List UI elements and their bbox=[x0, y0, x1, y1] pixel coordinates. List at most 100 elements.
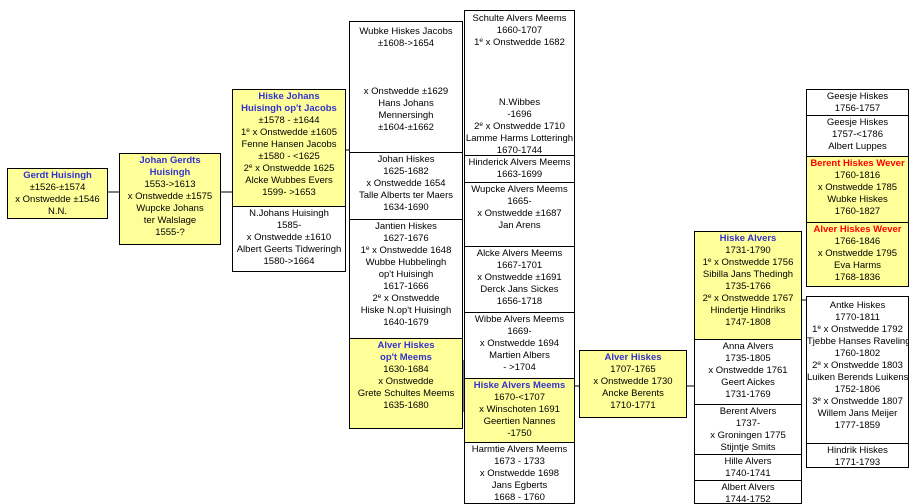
line-text: Tjebbe Hanses Raveling bbox=[807, 336, 908, 347]
marriage-ordinal-suffix: e bbox=[479, 121, 484, 128]
person-name: Anna Alvers bbox=[695, 341, 801, 353]
line-text: x Onstwedde 1795 bbox=[817, 248, 898, 259]
person-detail-line: Sibilla Jans Thedingh bbox=[695, 269, 801, 281]
person-detail-line: Derck Jans Sickes bbox=[465, 284, 574, 296]
marriage-ordinal: 2 bbox=[702, 293, 708, 304]
marriage-ordinal: 2 bbox=[372, 293, 378, 304]
person-detail-line: 1580->1664 bbox=[233, 256, 345, 268]
line-text: Huisingh bbox=[149, 167, 191, 178]
person-detail-line: x Onstwedde ±1610 bbox=[233, 232, 345, 244]
person-detail-line: Alcke Wubbes Evers bbox=[233, 175, 345, 187]
line-text: 1635-1680 bbox=[383, 400, 429, 411]
line-text: Derck Jans Sickes bbox=[480, 284, 559, 295]
line-text: 1640-1679 bbox=[383, 317, 429, 328]
person-name: Alver Hiskes bbox=[350, 340, 462, 352]
line-text: Geesje Hiskes bbox=[826, 117, 889, 128]
line-text: 1627-1676 bbox=[383, 233, 429, 244]
line-text: Eva Harms bbox=[834, 260, 881, 271]
person-detail-line: Wupcke Johans bbox=[120, 203, 220, 215]
person-detail-line: Wubke Hiskes bbox=[807, 194, 908, 206]
person-detail-line: 1553->1613 bbox=[120, 179, 220, 191]
person-name: Alcke Alvers Meems bbox=[465, 248, 574, 260]
line-text: 1580->1664 bbox=[263, 256, 315, 267]
line-text: Jans Egberts bbox=[491, 480, 548, 491]
person-detail-line: Huisingh op't Jacobs bbox=[233, 103, 345, 115]
person-detail-line: 1752-1806 bbox=[807, 384, 908, 396]
person-name: Gerdt Huisingh bbox=[8, 170, 107, 182]
person-detail-line: 1670-<1707 bbox=[465, 392, 574, 404]
person-name: Hille Alvers bbox=[695, 456, 801, 468]
person-detail-line: Martien Albers bbox=[465, 350, 574, 362]
person-detail-line: 1760-1827 bbox=[807, 206, 908, 218]
line-text: Hiske Alvers bbox=[719, 233, 777, 244]
line-text: 1634-1690 bbox=[383, 202, 429, 213]
line-text: 1585- bbox=[276, 220, 302, 231]
line-text: 1669- bbox=[507, 326, 532, 337]
person-name: Wubke Hiskes Jacobs bbox=[350, 26, 462, 38]
person-detail-line: -1696 bbox=[465, 109, 574, 121]
person-detail-line bbox=[350, 62, 462, 74]
person-detail-line: Huisingh bbox=[120, 167, 220, 179]
line-text: x Onstwedde 1682 bbox=[485, 37, 565, 48]
line-text: 1555-? bbox=[155, 227, 185, 238]
person-name: Geesje Hiskes bbox=[807, 117, 908, 129]
person-detail-line: 1640-1679 bbox=[350, 317, 462, 329]
line-text: Jan Arens bbox=[498, 220, 541, 231]
line-text: 1673 - 1733 bbox=[494, 456, 545, 467]
person-detail-line: 1630-1684 bbox=[350, 364, 462, 376]
person-detail-line: 1760-1816 bbox=[807, 170, 908, 182]
person-detail-line: 1665- bbox=[465, 196, 574, 208]
person-detail-line: 1656-1718 bbox=[465, 296, 574, 308]
person-detail-line: Jans Egberts bbox=[465, 480, 574, 492]
line-text: 1667-1701 bbox=[496, 260, 543, 271]
line-text: 1737- bbox=[735, 418, 761, 429]
line-text: Stijntje Smits bbox=[720, 442, 776, 453]
marriage-ordinal-suffix: e bbox=[248, 163, 253, 170]
line-text: Willem Jans Meijer bbox=[817, 408, 898, 419]
marriage-ordinal: 3 bbox=[812, 396, 818, 407]
line-text: Hindertje Hindriks bbox=[710, 305, 786, 316]
line-text: Berent Hiskes Wever bbox=[810, 158, 905, 169]
person-detail-line: 2e x Onstwedde 1803 bbox=[807, 360, 908, 372]
line-text: x Onstwedde 1761 bbox=[708, 365, 788, 376]
person-detail-line: 2e x Onstwedde 1625 bbox=[233, 163, 345, 175]
person-detail-line bbox=[465, 73, 574, 85]
person-detail-line: ±1526-±1574 bbox=[8, 182, 107, 194]
marriage-ordinal-suffix: e bbox=[817, 396, 822, 403]
line-text: Hiske Johans bbox=[258, 91, 320, 102]
person-detail-line: Ancke Berents bbox=[580, 388, 686, 400]
person-name: Johan Hiskes bbox=[350, 154, 462, 166]
person-detail-line: Lamme Harms Lotteringh bbox=[465, 133, 574, 145]
line-text: x Onstwedde ±1605 bbox=[252, 127, 337, 138]
line-text: 1599- >1653 bbox=[262, 187, 316, 198]
person-detail-line: 1771-1793 bbox=[807, 457, 908, 467]
person-detail-line: Talle Alberts ter Maers bbox=[350, 190, 462, 202]
line-text: Albert Geerts Tidweringh bbox=[236, 244, 342, 255]
line-text: 1744-1752 bbox=[725, 494, 771, 503]
line-text: Gerdt Huisingh bbox=[23, 170, 92, 181]
line-text: Hiske N.op't Huisingh bbox=[360, 305, 452, 316]
marriage-ordinal: 1 bbox=[812, 324, 818, 335]
person-detail-line: -1750 bbox=[465, 428, 574, 440]
person-detail-line: 1635-1680 bbox=[350, 400, 462, 412]
line-text: 1665- bbox=[507, 196, 532, 207]
line-text: Ancke Berents bbox=[602, 388, 664, 399]
marriage-ordinal-suffix: e bbox=[365, 245, 370, 252]
person-detail-line: 1668 - 1760 bbox=[465, 492, 574, 503]
line-text: Sibilla Jans Thedingh bbox=[702, 269, 794, 280]
line-text: 1617-1666 bbox=[383, 281, 429, 292]
marriage-ordinal: 2 bbox=[474, 121, 480, 132]
line-text: Mennersingh bbox=[378, 110, 434, 121]
line-text: Alver Hiskes bbox=[604, 352, 662, 363]
person-detail-line: x Onstwedde ±1575 bbox=[120, 191, 220, 203]
